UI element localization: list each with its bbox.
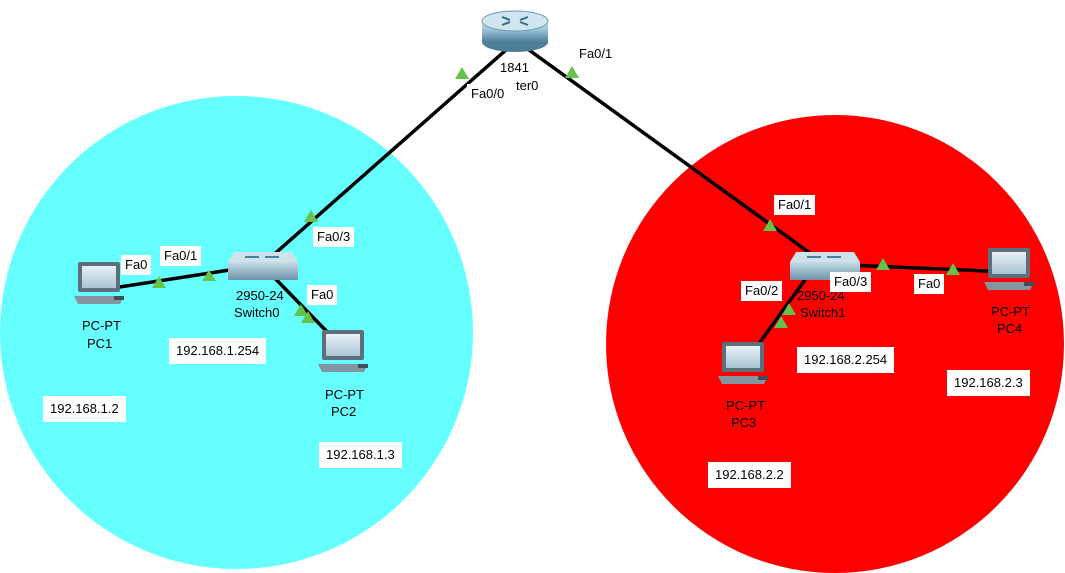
port-indicator-router-fa00	[455, 67, 469, 79]
pc1-name-label: PC1	[87, 336, 113, 351]
pc2-model-label: PC-PT	[325, 387, 364, 402]
desktop-pc-icon[interactable]	[984, 248, 1034, 290]
port-indicator-sw0-fa0	[294, 304, 308, 316]
switch0-model-label: 2950-24	[236, 288, 284, 303]
port-label-pc2-fa0: Fa0	[307, 285, 338, 305]
ip-label-pc3: 192.168.2.2	[708, 462, 791, 488]
switch0-name-label: Switch0	[234, 305, 280, 320]
pc4-name-label: PC4	[997, 321, 1023, 336]
port-label-sw0-fa03: Fa0/3	[313, 227, 355, 247]
port-indicator-sw1-fa01	[763, 219, 777, 231]
router-name-label: ter0	[516, 78, 539, 93]
links-layer	[74, 10, 1034, 384]
port-label-sw1-fa01: Fa0/1	[774, 195, 816, 215]
port-indicator-pc4-fa0	[946, 263, 960, 275]
switch1-name-label: Switch1	[800, 305, 846, 320]
port-indicator-pc3-fa0	[774, 316, 788, 328]
port-label-router-fa00: Fa0/0	[467, 84, 509, 104]
port-label-pc1-fa0: Fa0	[121, 255, 152, 275]
topology-canvas: 1841 ter0 Fa0/0 Fa0/1 Fa0/3 Fa0/1 Fa0 Fa…	[0, 10, 1064, 573]
port-indicator-sw1-fa02	[782, 303, 796, 315]
lan1-zone	[0, 96, 473, 569]
pc4-model-label: PC-PT	[991, 304, 1030, 319]
ip-label-pc1: 192.168.1.2	[43, 396, 126, 422]
ip-label-pc4: 192.168.2.3	[947, 370, 1030, 396]
port-indicator-sw1-fa03	[876, 258, 890, 270]
port-indicator-sw0-fa01	[202, 270, 216, 281]
ip-label-switch0: 192.168.1.254	[169, 338, 267, 364]
link-router-switch1	[516, 40, 827, 266]
desktop-pc-icon[interactable]	[318, 330, 368, 372]
router-model-label: 1841	[500, 60, 529, 75]
lan2-zone	[606, 115, 1064, 573]
port-label-router-fa01: Fa0/1	[575, 44, 617, 64]
port-indicator-router-fa01	[565, 66, 579, 78]
pc2-name-label: PC2	[331, 404, 357, 419]
pc3-model-label: PC-PT	[726, 398, 765, 413]
port-label-sw1-fa02: Fa0/2	[741, 281, 783, 301]
ip-label-pc2: 192.168.1.3	[319, 442, 402, 468]
link-router-switch0	[260, 40, 517, 267]
port-indicator-pc1-fa0	[152, 276, 166, 288]
pc3-name-label: PC3	[731, 415, 757, 430]
port-indicator-sw0-fa03	[304, 210, 318, 222]
port-label-pc4-fa0: Fa0	[914, 274, 945, 294]
ip-label-switch1: 192.168.2.254	[797, 347, 895, 373]
port-indicator-pc2-fa0	[301, 311, 315, 323]
pc1-model-label: PC-PT	[82, 318, 121, 333]
desktop-pc-icon[interactable]	[74, 262, 124, 304]
desktop-pc-icon[interactable]	[718, 342, 768, 384]
switch-icon[interactable]	[228, 252, 298, 280]
router-icon[interactable]	[481, 10, 549, 52]
port-label-sw1-fa03: Fa0/3	[830, 272, 872, 292]
port-label-sw0-fa01: Fa0/1	[160, 246, 202, 266]
